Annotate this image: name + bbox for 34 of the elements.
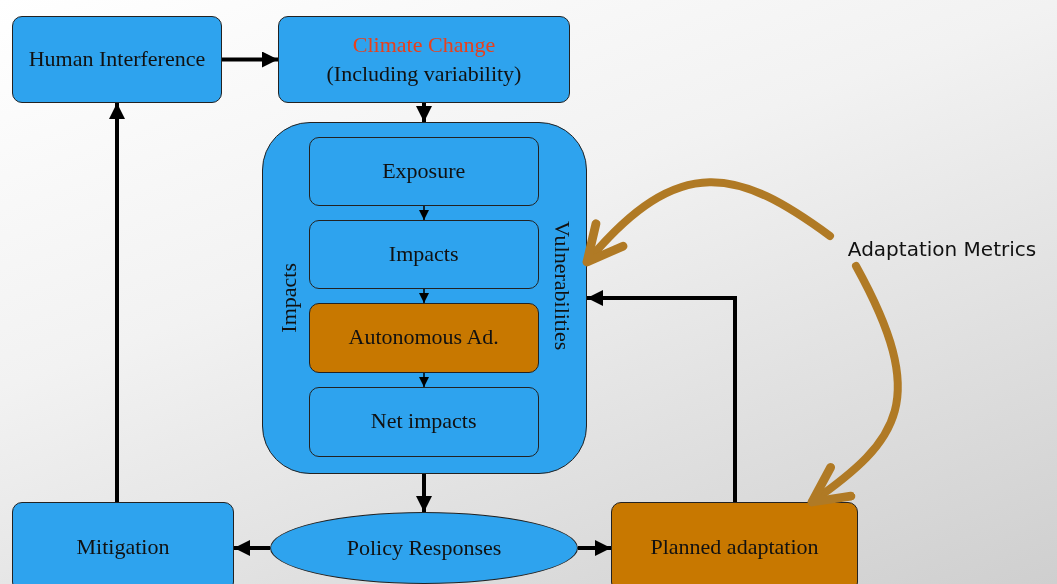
arrow <box>578 540 611 556</box>
node-label: Impacts <box>388 239 459 268</box>
arrow <box>419 288 429 304</box>
side-label: Vulnerabilities <box>549 221 576 351</box>
node-label: (Including variability) <box>326 59 522 88</box>
process-box <box>12 502 234 584</box>
arrow <box>222 51 278 68</box>
process-box <box>278 16 570 103</box>
node-label: Autonomous Ad. <box>348 323 499 352</box>
curved-arrow <box>807 262 902 507</box>
arrow <box>587 290 737 502</box>
process-box <box>308 219 539 289</box>
curved-arrow <box>582 178 834 267</box>
arrow <box>234 540 270 556</box>
node-label: Climate Change <box>352 30 496 59</box>
node-label: Planned adaptation <box>650 532 819 561</box>
arrow <box>416 103 432 122</box>
arrow <box>416 474 432 512</box>
process-box <box>308 136 539 206</box>
node-label: Mitigation <box>76 532 170 561</box>
arrow <box>109 103 125 502</box>
annotation-text: Adaptation Metrics <box>847 236 1037 262</box>
process-box <box>12 16 222 103</box>
arrow <box>419 372 429 388</box>
process-box <box>308 386 539 457</box>
side-label: Impacts <box>275 263 302 333</box>
process-box <box>308 302 539 373</box>
arrow <box>419 205 429 221</box>
node-label: Exposure <box>382 156 466 185</box>
node-label: Human Interference <box>28 45 206 74</box>
node-label: Policy Responses <box>346 533 502 562</box>
process-box <box>611 502 858 584</box>
group-box <box>262 122 587 474</box>
node-label: Net impacts <box>370 407 477 436</box>
